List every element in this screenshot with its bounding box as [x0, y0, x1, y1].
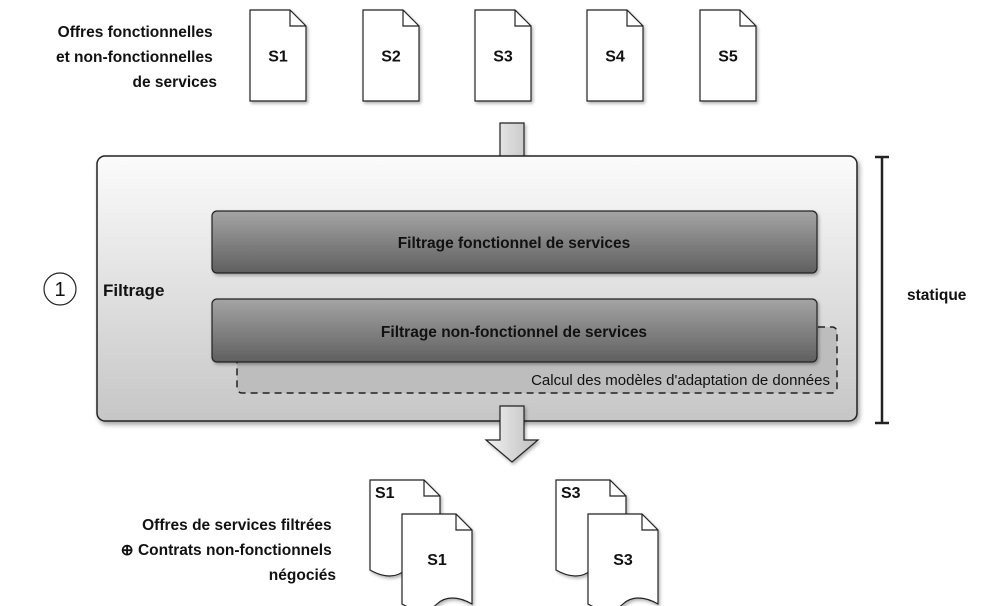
- step-number-circle: [43, 272, 77, 306]
- input-service-doc-1-label: S1: [268, 49, 288, 66]
- bottom-label: Offres de services filtrées ⊕ Contrats n…: [121, 517, 336, 584]
- input-service-doc-1-fold: [289, 10, 306, 27]
- step-number: 1: [54, 279, 65, 301]
- input-service-doc-2: S2: [362, 9, 420, 102]
- output-doc-front-2-page: [587, 513, 659, 606]
- bottom-label-line-3: négociés: [269, 567, 336, 584]
- output-doc-front-2-label: S3: [613, 552, 633, 569]
- input-service-doc-4-page: [586, 9, 644, 102]
- output-doc-front-1-fold: [455, 514, 472, 531]
- top-label-line-1: Offres fonctionnelles: [58, 24, 213, 41]
- output-doc-front-2-fold: [641, 514, 658, 531]
- input-service-doc-2-label: S2: [381, 49, 401, 66]
- step-label: Filtrage: [103, 281, 164, 300]
- top-label: Offres fonctionnelles et non-fonctionnel…: [56, 24, 217, 91]
- layer-nonfunctional-label: Filtrage non-fonctionnel de services: [381, 324, 647, 341]
- output-doc-back-2-label: S3: [561, 485, 581, 502]
- input-service-doc-3: S3: [474, 9, 532, 102]
- input-service-doc-4-fold: [626, 10, 643, 27]
- layer-functional: [211, 210, 818, 274]
- top-label-line-2: et non-fonctionnelles: [56, 49, 213, 66]
- output-doc-back-2-fold: [609, 480, 626, 497]
- down-arrow-bottom: [484, 405, 540, 463]
- input-service-doc-3-fold: [514, 10, 531, 27]
- bottom-label-line-1: Offres de services filtrées: [142, 517, 332, 534]
- input-service-doc-5-fold: [739, 10, 756, 27]
- layer-nonfunctional: [211, 298, 818, 363]
- input-service-doc-4-label: S4: [605, 49, 625, 66]
- output-doc-back-1-label: S1: [375, 485, 395, 502]
- input-services: S1 S2 S3 S4 S5: [249, 9, 757, 102]
- input-service-doc-3-label: S3: [493, 49, 513, 66]
- layer-functional-label: Filtrage fonctionnel de services: [398, 235, 631, 252]
- side-label: statique: [907, 287, 967, 304]
- input-service-doc-3-page: [474, 9, 532, 102]
- bottom-label-line-2: ⊕ Contrats non-fonctionnels: [121, 542, 332, 559]
- input-service-doc-2-fold: [402, 10, 419, 27]
- output-doc-front-1-label: S1: [427, 552, 447, 569]
- input-service-doc-5: S5: [699, 9, 757, 102]
- top-label-line-3: de services: [133, 74, 217, 91]
- layer-adaptation-label: Calcul des modèles d'adaptation de donné…: [531, 372, 830, 389]
- input-service-doc-1-page: [249, 9, 307, 102]
- input-service-doc-5-page: [699, 9, 757, 102]
- output-doc-front-1-page: [401, 513, 473, 606]
- input-service-doc-2-page: [362, 9, 420, 102]
- output-doc-front-1: S1: [401, 513, 473, 606]
- output-doc-back-1-fold: [423, 480, 440, 497]
- output-doc-front-2: S3: [587, 513, 659, 606]
- static-bracket: [875, 155, 889, 425]
- input-service-doc-4: S4: [586, 9, 644, 102]
- input-service-doc-5-label: S5: [718, 49, 738, 66]
- input-service-doc-1: S1: [249, 9, 307, 102]
